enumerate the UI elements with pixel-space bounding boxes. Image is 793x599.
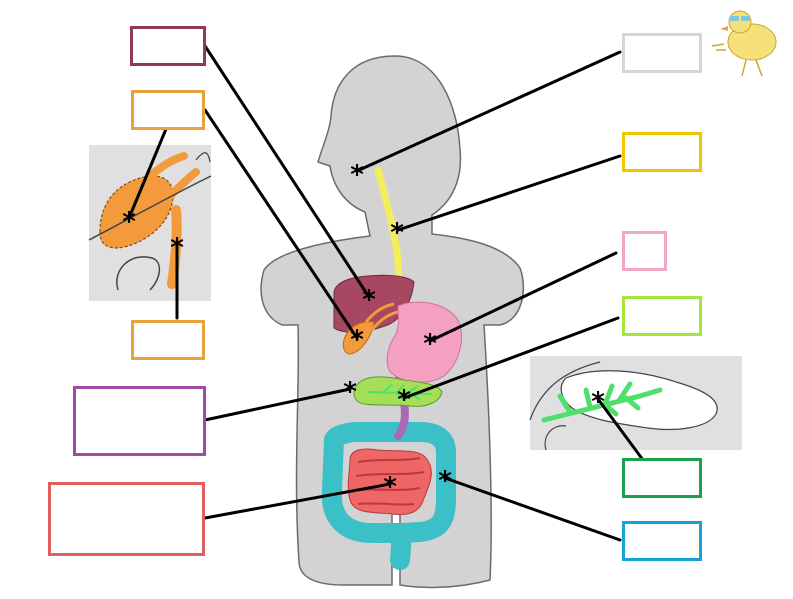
label-box-esophagus[interactable] — [622, 132, 702, 172]
leader-line-stomach — [428, 251, 618, 343]
pancreas — [353, 376, 443, 407]
esophagus — [374, 166, 404, 314]
label-box-stomach[interactable] — [622, 231, 667, 271]
label-box-liver[interactable] — [130, 26, 206, 66]
marker-stomach: * — [423, 329, 437, 359]
marker-esophagus: * — [390, 218, 404, 248]
chick-doodle-icon — [711, 10, 777, 77]
large-intestine — [321, 422, 456, 570]
marker-duodenum: * — [343, 377, 357, 407]
label-box-gallbladder[interactable] — [131, 90, 205, 130]
marker-pancreas: * — [397, 385, 411, 415]
marker-mouth: * — [350, 160, 364, 190]
leader-line-mouth — [355, 50, 622, 173]
marker-gallbladder: * — [350, 325, 364, 355]
marker-large-intestine: * — [438, 466, 452, 496]
label-box-bile-duct[interactable] — [131, 320, 205, 360]
leader-line-pancreatic-duct — [596, 397, 645, 462]
marker-liver: * — [362, 285, 376, 315]
label-box-mouth[interactable] — [622, 33, 702, 73]
leader-line-liver — [203, 44, 371, 299]
marker-gallbladder-inset: * — [122, 207, 136, 237]
markers: * * * * * * * * * * * * — [122, 160, 605, 502]
leader-line-gallbladder-main — [203, 108, 359, 340]
pancreas-inset — [529, 356, 742, 451]
label-box-pancreatic-duct[interactable] — [622, 458, 702, 498]
small-intestine — [347, 448, 432, 515]
leader-lines — [127, 44, 645, 542]
leader-line-large-intestine — [443, 476, 622, 542]
label-box-pancreas[interactable] — [622, 296, 702, 336]
leader-line-gallbladder-inset — [127, 127, 168, 220]
marker-bile-duct-inset: * — [170, 233, 184, 263]
marker-pancreatic-duct-inset: * — [591, 387, 605, 417]
marker-small-intestine: * — [383, 472, 397, 502]
stomach — [386, 301, 462, 383]
label-box-duodenum[interactable] — [73, 386, 206, 456]
label-box-small-intestine[interactable] — [48, 482, 205, 556]
label-box-large-intestine[interactable] — [622, 521, 702, 561]
leader-line-small-intestine — [203, 482, 392, 520]
leader-line-pancreas — [402, 316, 620, 400]
leader-line-esophagus — [396, 154, 622, 232]
leader-line-duodenum — [203, 387, 352, 422]
